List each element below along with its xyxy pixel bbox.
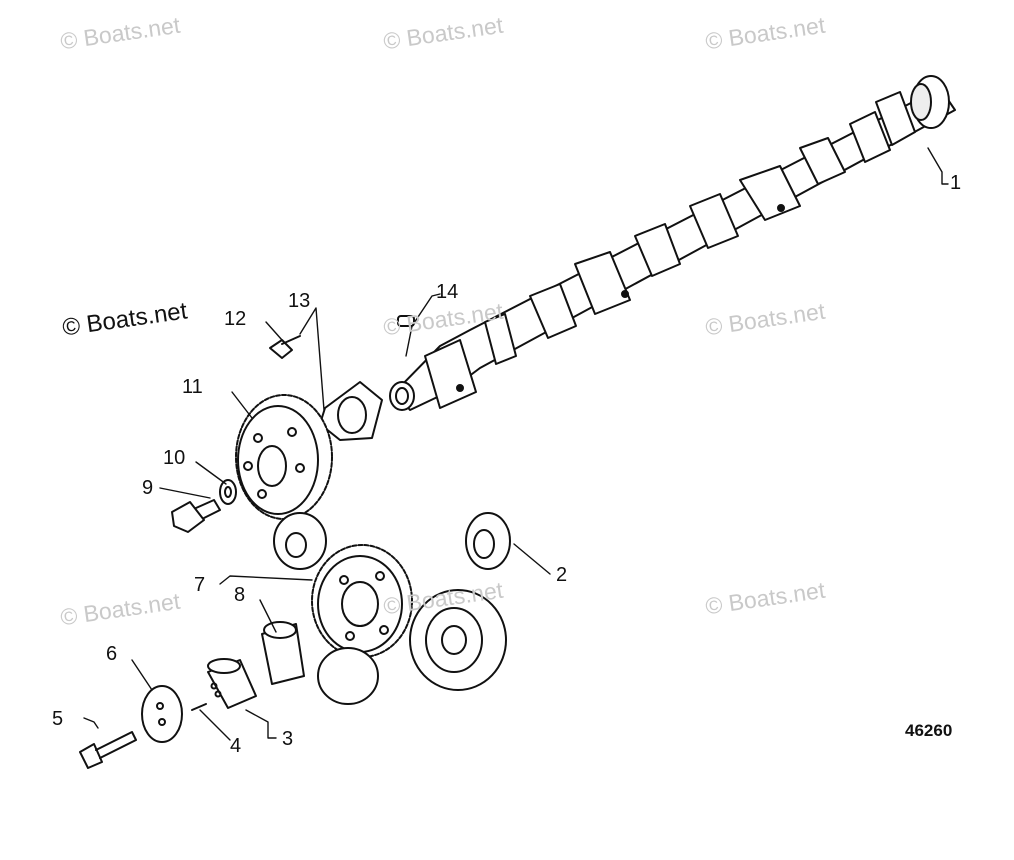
callout-6: 6	[106, 643, 118, 665]
plate-bolt	[269, 335, 301, 359]
callout-11: 11	[182, 376, 203, 398]
washer	[219, 479, 237, 505]
callout-1: 1	[950, 172, 962, 194]
leader-lines	[83, 147, 949, 741]
callout-7: 7	[194, 574, 206, 596]
spacer	[207, 658, 257, 709]
callout-4: 4	[230, 735, 242, 757]
callout-10: 10	[163, 447, 186, 469]
reference-number: 46260	[905, 721, 953, 740]
callout-3: 3	[282, 728, 294, 750]
camshaft	[389, 75, 956, 411]
balance-shaft-gear	[273, 512, 507, 705]
callout-2: 2	[556, 564, 568, 586]
camshaft-gear	[235, 394, 333, 520]
callout-9: 9	[142, 477, 154, 499]
callout-14: 14	[436, 281, 459, 303]
callout-8: 8	[234, 584, 246, 606]
bearing	[261, 621, 305, 685]
key	[397, 315, 415, 327]
retainer-bolt	[79, 731, 137, 769]
retainer-plate	[141, 685, 183, 743]
callout-12: 12	[224, 308, 247, 330]
dowel	[191, 703, 207, 711]
callout-13: 13	[288, 290, 311, 312]
thrust-washer	[465, 512, 511, 570]
callout-5: 5	[52, 708, 64, 730]
gear-bolt	[171, 499, 221, 533]
